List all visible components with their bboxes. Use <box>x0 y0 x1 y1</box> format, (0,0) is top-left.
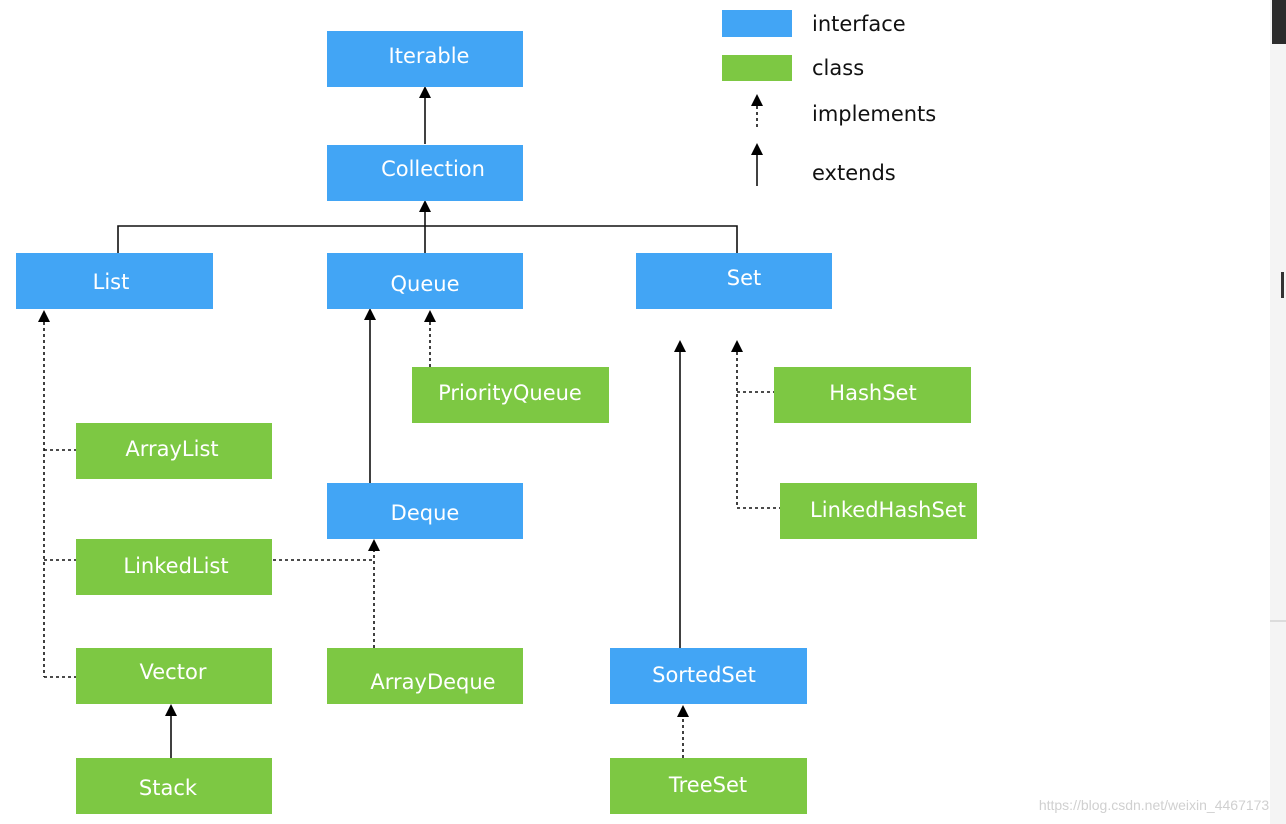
node-box <box>76 758 272 814</box>
legend-class-label: class <box>812 56 864 80</box>
node-sortedset: SortedSet <box>610 648 807 704</box>
node-box <box>327 253 523 309</box>
node-label: Stack <box>139 776 198 800</box>
node-label: TreeSet <box>668 773 747 797</box>
arrowhead <box>731 340 743 352</box>
edge-list-set-bus <box>117 225 738 253</box>
arrowhead <box>677 705 689 717</box>
legend-interface-swatch <box>722 10 792 37</box>
arrowhead <box>364 308 376 320</box>
node-list: List <box>16 253 213 309</box>
node-box <box>636 253 832 309</box>
node-box <box>412 367 609 423</box>
node-priorityqueue: PriorityQueue <box>412 367 609 423</box>
arrowhead <box>674 340 686 352</box>
node-label: List <box>93 270 130 294</box>
node-iterable: Iterable <box>327 31 523 87</box>
node-box <box>76 539 272 595</box>
node-label: Queue <box>391 272 460 296</box>
arrowhead <box>38 310 50 322</box>
node-arraydeque: ArrayDeque <box>327 648 523 704</box>
legend-interface-label: interface <box>812 12 906 36</box>
arrowhead <box>419 86 431 98</box>
legend-extends-label: extends <box>812 161 896 185</box>
node-box <box>780 483 977 539</box>
node-label: ArrayDeque <box>370 670 495 694</box>
legend: interface class implements extends <box>722 10 936 186</box>
node-box <box>327 648 523 704</box>
arrowhead <box>751 94 763 106</box>
window-edge-top <box>1272 0 1286 44</box>
arrowhead <box>424 310 436 322</box>
window-edge <box>1270 0 1286 824</box>
node-label: LinkedHashSet <box>810 498 966 522</box>
node-box <box>327 483 523 539</box>
legend-implements-label: implements <box>812 102 936 126</box>
node-box <box>16 253 213 309</box>
arrowhead <box>368 539 380 551</box>
node-box <box>327 145 523 201</box>
node-label: Collection <box>381 157 485 181</box>
arrowhead <box>751 143 763 155</box>
node-box <box>327 31 523 87</box>
node-set: Set <box>636 253 832 309</box>
node-treeset: TreeSet <box>610 758 807 814</box>
node-label: Set <box>727 266 761 290</box>
node-box <box>610 758 807 814</box>
divider <box>1270 620 1286 622</box>
watermark: https://blog.csdn.net/weixin_44671737 <box>1039 797 1277 813</box>
node-label: PriorityQueue <box>438 381 582 405</box>
text-cursor <box>1281 272 1284 298</box>
node-arraylist: ArrayList <box>76 423 272 479</box>
nodes: Iterable Collection List Queue Set Prior… <box>16 31 977 814</box>
node-label: Iterable <box>389 44 470 68</box>
arrowhead <box>419 200 431 212</box>
node-label: Deque <box>391 501 460 525</box>
node-vector: Vector <box>76 648 272 704</box>
node-label: HashSet <box>829 381 916 405</box>
node-queue: Queue <box>327 253 523 309</box>
connectors <box>38 86 780 758</box>
node-stack: Stack <box>76 758 272 814</box>
node-box <box>76 648 272 704</box>
node-label: Vector <box>140 660 207 684</box>
node-box <box>610 648 807 704</box>
node-box <box>76 423 272 479</box>
node-box <box>774 367 971 423</box>
node-label: SortedSet <box>652 663 756 687</box>
arrowhead <box>165 704 177 716</box>
node-deque: Deque <box>327 483 523 539</box>
node-collection: Collection <box>327 145 523 201</box>
node-hashset: HashSet <box>774 367 971 423</box>
node-linkedhashset: LinkedHashSet <box>780 483 977 539</box>
node-label: LinkedList <box>123 554 228 578</box>
legend-class-swatch <box>722 55 792 81</box>
node-linkedlist: LinkedList <box>76 539 272 595</box>
node-label: ArrayList <box>125 437 218 461</box>
